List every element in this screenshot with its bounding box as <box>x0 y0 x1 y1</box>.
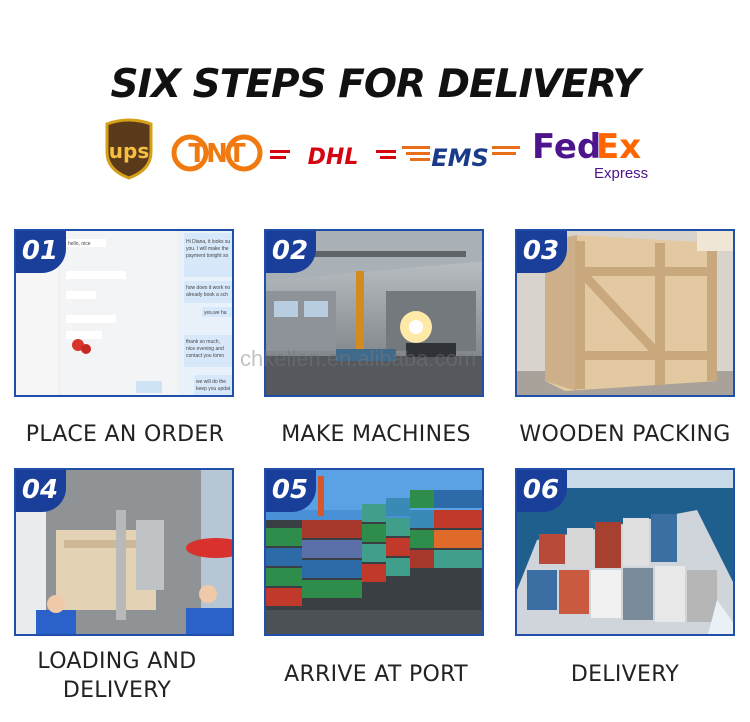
ems-logo: EMS <box>402 140 520 170</box>
step-label-05: ARRIVE AT PORT <box>284 662 468 687</box>
chat-line: hello, nice <box>68 241 91 247</box>
chat-line: keep you updat <box>196 386 231 392</box>
chat-line: nice evening and <box>186 346 224 352</box>
chat-line: Hi Diana, it looks su <box>186 239 230 245</box>
step-card-06: 06 <box>515 468 735 636</box>
chat-line: we will do the <box>196 379 226 385</box>
ups-text: ups <box>109 139 149 163</box>
step-card-05: 05 <box>264 468 484 636</box>
chat-line: yes,we ha <box>204 310 227 316</box>
fedex-ex-text: Ex <box>596 127 641 167</box>
step-number-badge: 04 <box>16 470 66 512</box>
chat-screenshot-image: Hi Diana, it looks su you. I will make t… <box>16 231 232 395</box>
chat-line: already book a sch <box>186 292 228 298</box>
step-card-02: 02 <box>264 229 484 397</box>
step-card-04: 04 <box>14 468 234 636</box>
step-number-badge: 02 <box>266 231 316 273</box>
dhl-logo: DHL <box>270 144 396 168</box>
carrier-logos: ups TNT DHL EMS Fed <box>0 118 750 188</box>
ups-logo: ups <box>103 118 155 180</box>
step-number-badge: 06 <box>517 470 567 512</box>
step-number-badge: 05 <box>266 470 316 512</box>
dhl-text: DHL <box>308 145 359 168</box>
step-label-03: WOODEN PACKING <box>519 422 731 447</box>
container-port-image <box>266 470 482 634</box>
step-number-badge: 03 <box>517 231 567 273</box>
chat-line: how does it work no <box>186 285 230 291</box>
step-label-01: PLACE AN ORDER <box>25 422 225 447</box>
chat-line: payment tonight so <box>186 253 228 259</box>
page-title: SIX STEPS FOR DELIVERY <box>110 62 640 107</box>
fedex-express-text: Express <box>594 165 648 182</box>
ems-text: EMS <box>431 144 489 170</box>
step-label-06: DELIVERY <box>570 662 680 687</box>
tnt-text: TNT <box>188 139 245 169</box>
chat-line: you. I will make the <box>186 246 229 252</box>
step-label-02: MAKE MACHINES <box>281 422 471 447</box>
fedex-logo: Fed Ex Express <box>532 126 652 184</box>
step-card-03: 03 <box>515 229 735 397</box>
wooden-crate-image <box>517 231 733 395</box>
step-label-04: LOADING AND DELIVERY <box>37 649 197 703</box>
chat-line: thank so much, <box>186 339 220 345</box>
watermark: chkellen.en.alibaba.com <box>240 346 477 371</box>
step-card-01: 01 Hi Diana, it looks su you. I will mak… <box>14 229 234 397</box>
factory-image <box>266 231 482 395</box>
step-number-badge: 01 <box>16 231 66 273</box>
chat-line: contact you tomo <box>186 353 224 359</box>
tnt-logo: TNT <box>170 134 264 172</box>
fedex-fed-text: Fed <box>532 127 601 167</box>
